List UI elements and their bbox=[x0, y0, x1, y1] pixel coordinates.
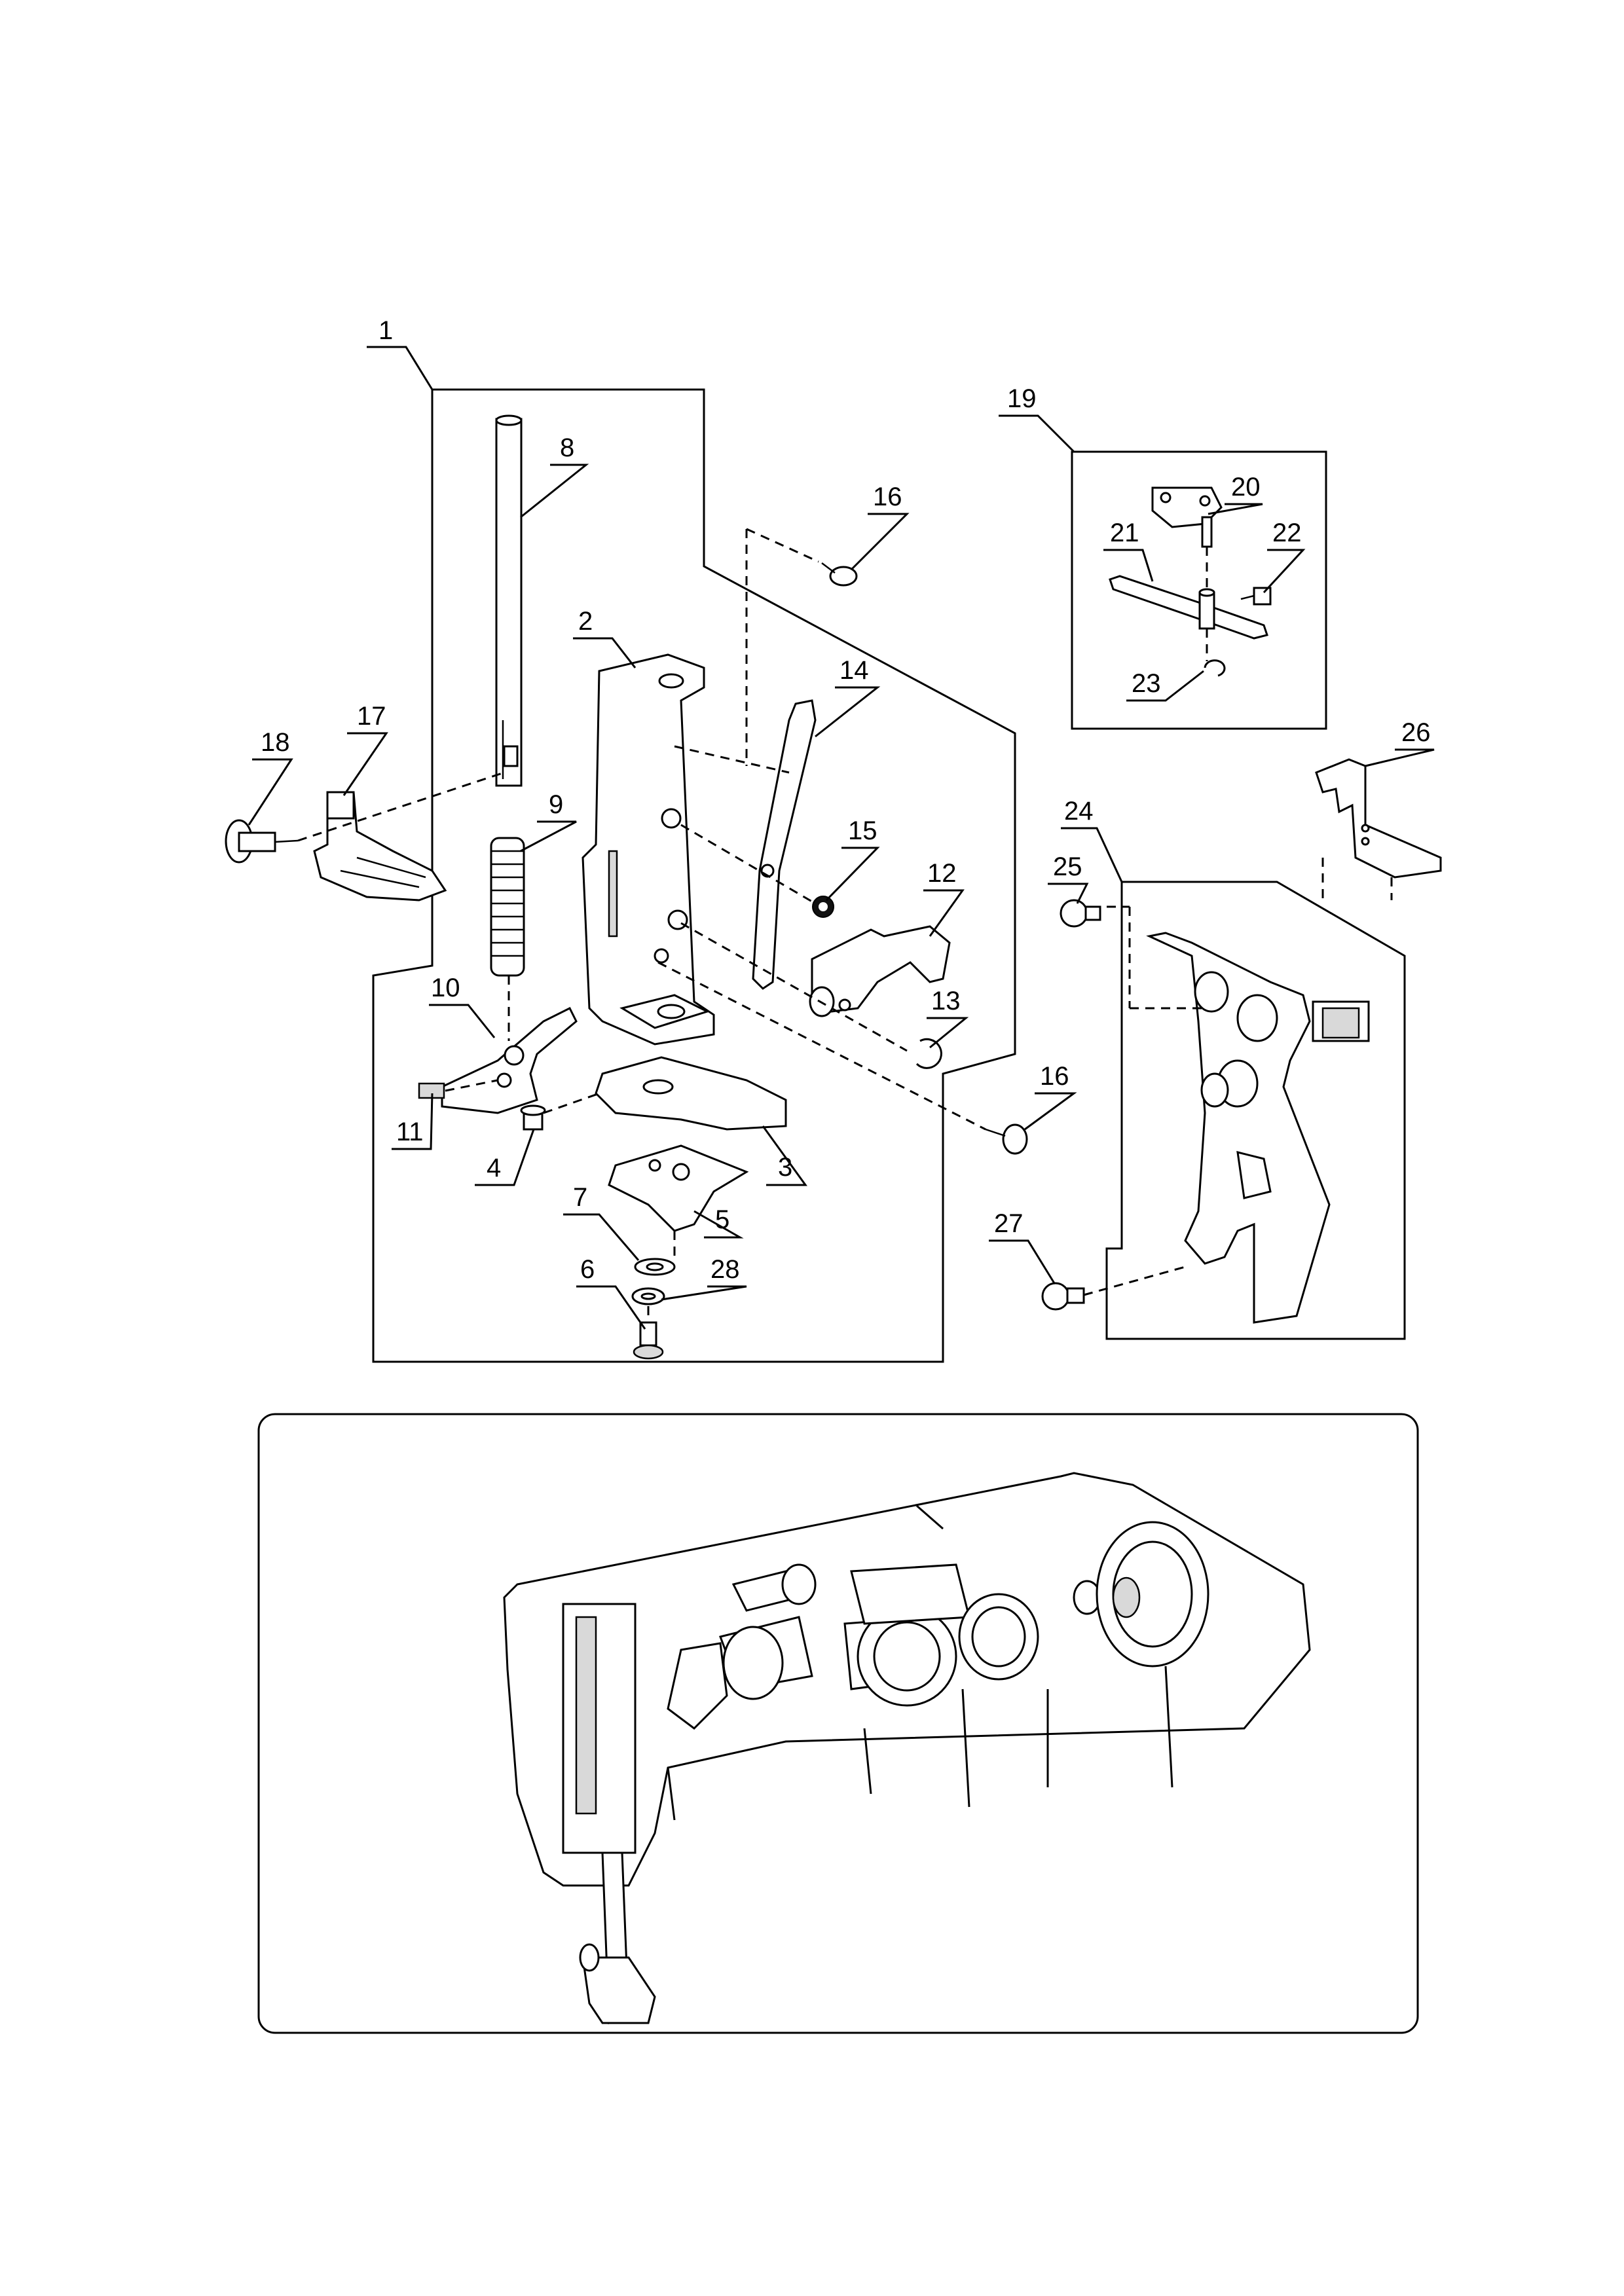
presser-foot-17 bbox=[313, 791, 447, 902]
callout-20: 20 bbox=[1231, 473, 1261, 501]
callout-13: 13 bbox=[931, 987, 961, 1015]
callout-11: 11 bbox=[396, 1118, 424, 1146]
assembly-frame-19 bbox=[1071, 450, 1327, 730]
spring-22 bbox=[1240, 587, 1272, 606]
presser-bar-guide-10 bbox=[441, 1006, 578, 1114]
screw-16-upper bbox=[821, 562, 858, 587]
screw-6 bbox=[633, 1321, 664, 1360]
washer-7 bbox=[634, 1258, 676, 1276]
callout-28: 28 bbox=[710, 1255, 740, 1284]
callout-16-lower: 16 bbox=[1040, 1062, 1069, 1091]
presser-bar-bracket-2 bbox=[581, 653, 715, 1046]
callout-8: 8 bbox=[560, 433, 574, 462]
screw-4 bbox=[520, 1104, 546, 1131]
link-14 bbox=[752, 699, 817, 990]
callout-6: 6 bbox=[580, 1255, 595, 1284]
callout-1: 1 bbox=[378, 316, 393, 345]
plate-20 bbox=[1151, 486, 1223, 548]
lifter-plate-3 bbox=[595, 1056, 787, 1131]
callout-14: 14 bbox=[840, 656, 869, 685]
callout-25: 25 bbox=[1053, 852, 1082, 881]
leader-lines bbox=[248, 346, 1435, 1330]
callout-12: 12 bbox=[927, 859, 957, 888]
screw-25 bbox=[1060, 899, 1101, 928]
callout-10: 10 bbox=[431, 974, 460, 1002]
presser-bar-8 bbox=[495, 414, 523, 787]
callout-26: 26 bbox=[1401, 718, 1431, 747]
assembly-frame-1 bbox=[372, 388, 1016, 1363]
callout-16-upper: 16 bbox=[873, 483, 902, 511]
presser-spring-9 bbox=[490, 837, 525, 977]
thumb-screw-18 bbox=[225, 819, 299, 864]
cover-plate-24 bbox=[1146, 932, 1370, 1324]
plate-5 bbox=[608, 1144, 749, 1232]
callout-4: 4 bbox=[487, 1154, 501, 1182]
screw-27 bbox=[1041, 1282, 1085, 1311]
e-ring-15 bbox=[812, 896, 834, 918]
callout-22: 22 bbox=[1272, 519, 1302, 547]
e-ring-23 bbox=[1204, 659, 1226, 677]
lever-12 bbox=[809, 925, 951, 1017]
callout-2: 2 bbox=[578, 607, 593, 636]
callout-5: 5 bbox=[715, 1205, 729, 1234]
assembly-frame-24 bbox=[1105, 881, 1406, 1340]
callout-3: 3 bbox=[778, 1153, 792, 1182]
spring-washer-28 bbox=[631, 1287, 665, 1305]
callout-18: 18 bbox=[261, 728, 290, 757]
machine-head-illustration bbox=[503, 1472, 1311, 2025]
callout-19: 19 bbox=[1007, 384, 1037, 413]
callout-23: 23 bbox=[1132, 669, 1161, 698]
machine-overview-frame bbox=[257, 1413, 1419, 2034]
callout-17: 17 bbox=[357, 702, 386, 731]
callout-27: 27 bbox=[994, 1209, 1024, 1238]
lever-21 bbox=[1109, 575, 1268, 640]
callout-15: 15 bbox=[848, 816, 877, 845]
callout-24: 24 bbox=[1064, 797, 1094, 826]
callout-7: 7 bbox=[573, 1183, 587, 1212]
e-ring-13 bbox=[915, 1038, 942, 1069]
screw-16-lower bbox=[985, 1123, 1028, 1155]
callout-9: 9 bbox=[549, 790, 563, 819]
bracket-26 bbox=[1315, 758, 1442, 879]
callout-21: 21 bbox=[1110, 519, 1139, 547]
